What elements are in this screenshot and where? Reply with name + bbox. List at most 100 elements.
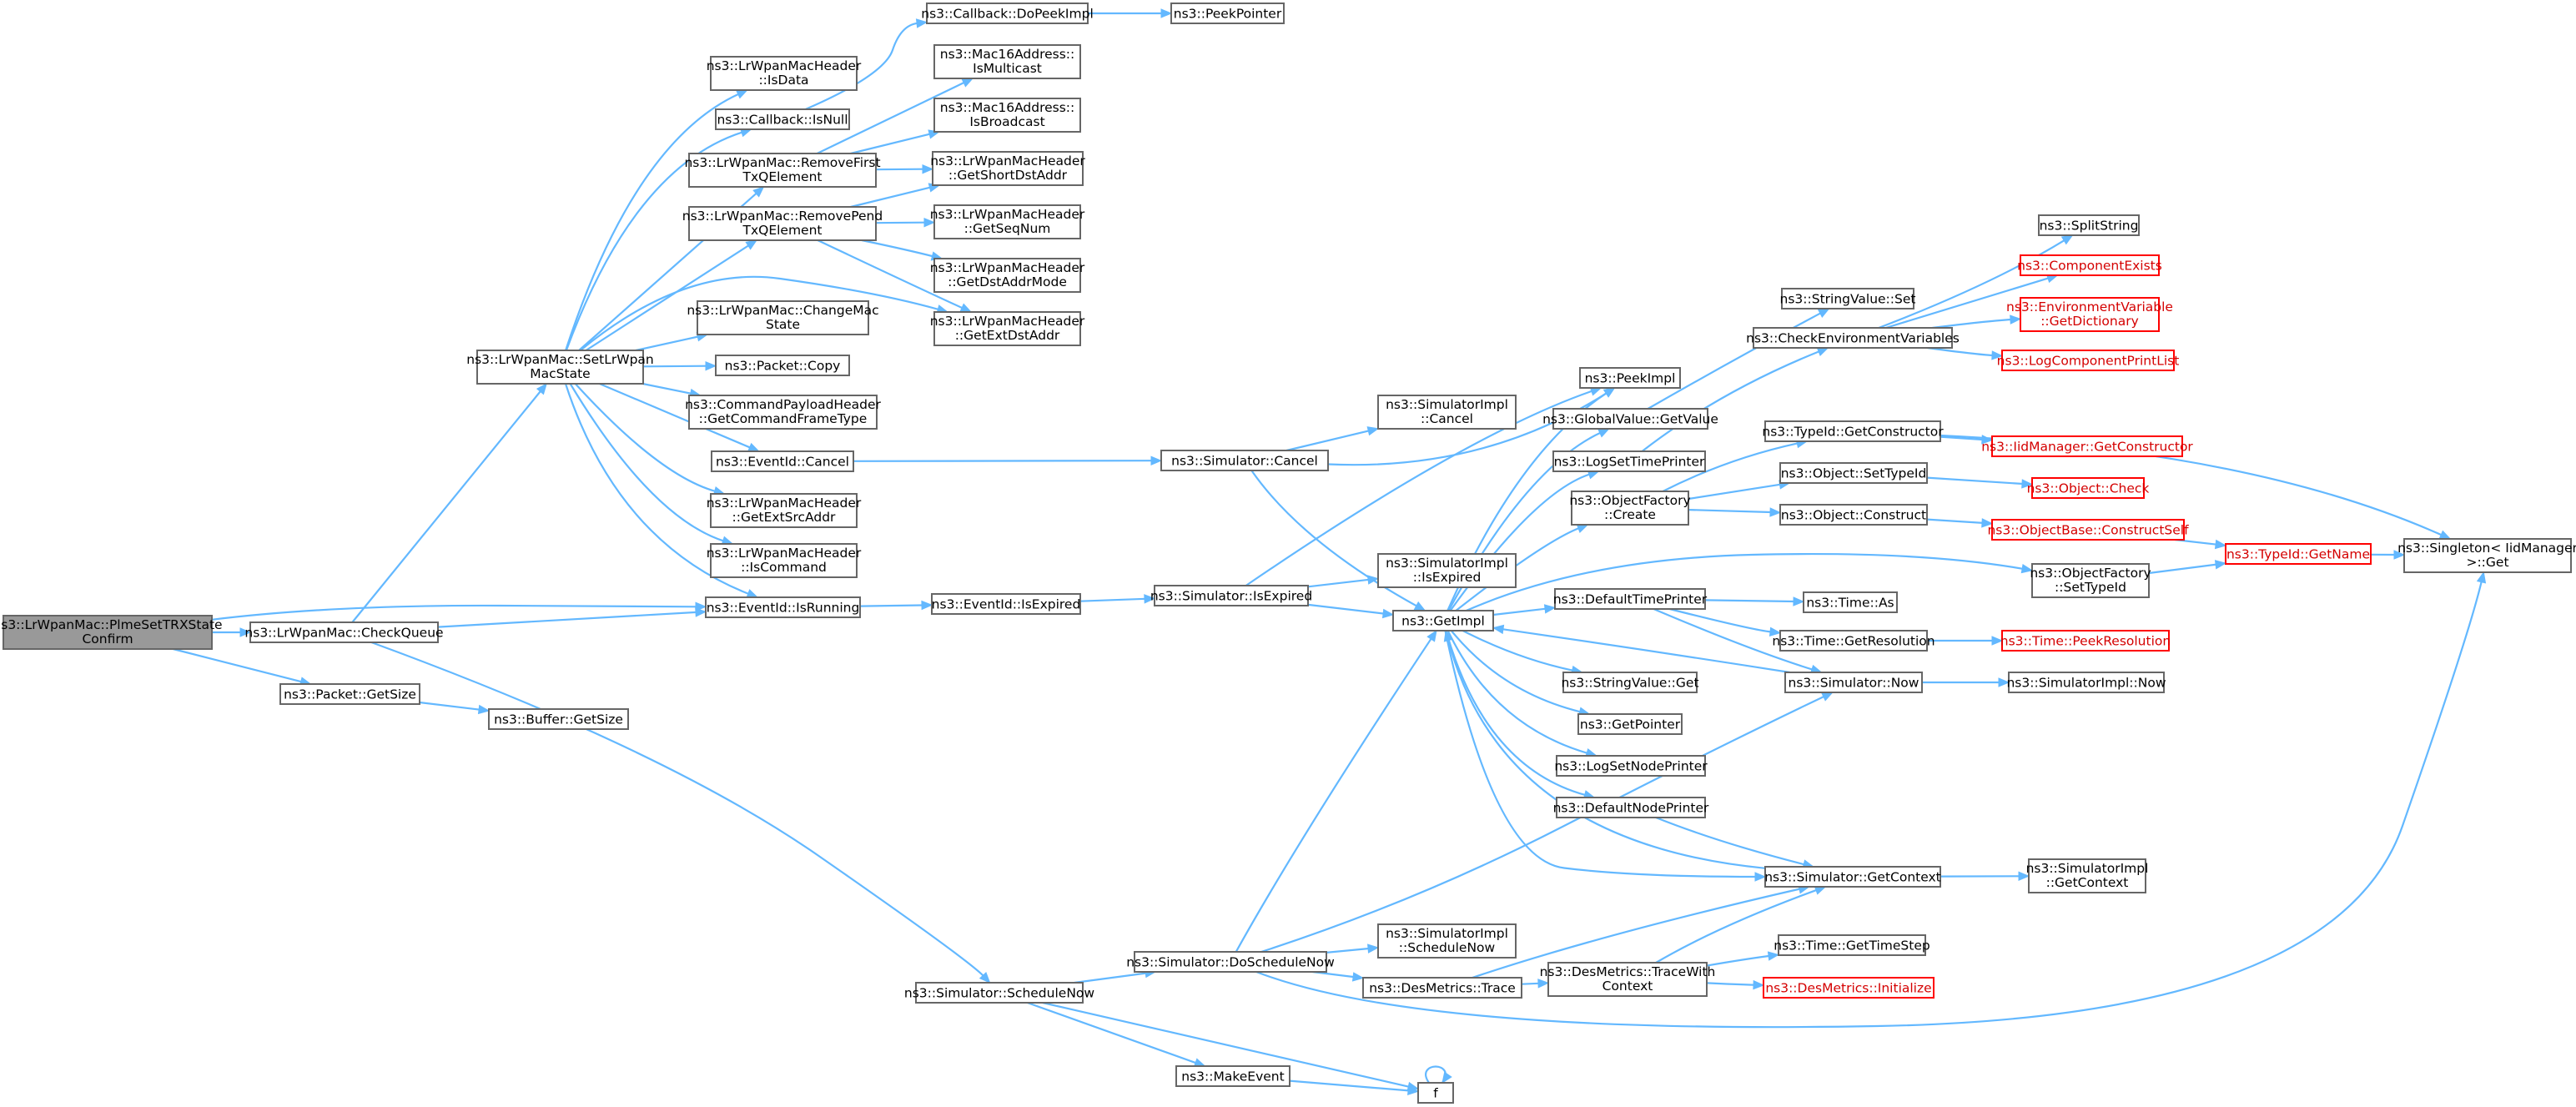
node-typeidgetname[interactable]: ns3::TypeId::GetName (2225, 543, 2372, 565)
edge-ofsettypeid-to-typeidgetname (2148, 560, 2227, 575)
node-label: ns3::ComponentExists (2017, 259, 2162, 274)
node-desinit[interactable]: ns3::DesMetrics::Initialize (1763, 977, 1935, 999)
node-getextsrc[interactable]: ns3::LrWpanMacHeader::GetExtSrcAddr (707, 493, 862, 528)
node-label: ns3::LrWpanMacHeader (930, 260, 1085, 275)
node-label: ::IsCommand (741, 560, 827, 575)
node-iidgetctor[interactable]: ns3::IidManager::GetConstructor (1981, 435, 2193, 457)
node-svset[interactable]: ns3::StringValue::Set (1780, 288, 1916, 309)
node-isdata[interactable]: ns3::LrWpanMacHeader::IsData (707, 56, 862, 91)
node-simimplgetcontext[interactable]: ns3::SimulatorImpl::GetContext (2026, 858, 2149, 893)
node-splitstring[interactable]: ns3::SplitString (2038, 214, 2140, 236)
node-ismulticast[interactable]: ns3::Mac16Address::IsMulticast (933, 44, 1081, 79)
node-deftimeprinter[interactable]: ns3::DefaultTimePrinter (1553, 588, 1708, 610)
node-box (1803, 591, 1898, 613)
node-objconstruct[interactable]: ns3::Object::Construct (1779, 504, 1928, 526)
node-f[interactable]: f (1417, 1082, 1454, 1104)
node-label: >::Get (2466, 555, 2508, 570)
node-logcompprint[interactable]: ns3::LogComponentPrintList (1997, 350, 2180, 371)
node-box (2020, 254, 2160, 276)
node-checkenv[interactable]: ns3::CheckEnvironmentVariables (1746, 327, 1960, 349)
node-label: ::IsExpired (1413, 570, 1482, 585)
node-label: ns3::GetImpl (1401, 614, 1485, 629)
node-simimplschedulenow[interactable]: ns3::SimulatorImpl::ScheduleNow (1377, 923, 1517, 959)
edge-root-to-checkqueue (212, 627, 252, 637)
node-label: ::GetDstAddrMode (948, 274, 1067, 289)
node-getpointer[interactable]: ns3::GetPointer (1577, 713, 1683, 735)
node-simcancel[interactable]: ns3::Simulator::Cancel (1160, 450, 1329, 471)
node-objsettypeid[interactable]: ns3::Object::SetTypeId (1779, 462, 1928, 484)
node-getshortdst[interactable]: ns3::LrWpanMacHeader::GetShortDstAddr (930, 151, 1085, 186)
node-schedulenow[interactable]: ns3::Simulator::ScheduleNow (904, 982, 1094, 1004)
node-bufgetsize[interactable]: ns3::Buffer::GetSize (488, 708, 629, 730)
node-label: ns3::MakeEvent (1181, 1069, 1284, 1084)
node-peekimpl[interactable]: ns3::PeekImpl (1579, 367, 1681, 389)
edge-defnodeprinter-to-simgetcontext (1655, 816, 1815, 869)
node-box (2008, 672, 2165, 693)
node-label: ns3::Callback::DoPeekImpl (921, 7, 1094, 22)
node-label: ns3::LrWpanMac::CheckQueue (244, 626, 443, 641)
node-defnodeprinter[interactable]: ns3::DefaultNodePrinter (1553, 797, 1709, 818)
node-timegetres[interactable]: ns3::Time::GetResolution (1772, 630, 1935, 652)
edge-simgetcontext-to-getimpl (1443, 629, 1766, 869)
node-iscommand[interactable]: ns3::LrWpanMacHeader::IsCommand (707, 543, 862, 578)
node-pktcopy[interactable]: ns3::Packet::Copy (715, 355, 850, 376)
node-desmetricstrace[interactable]: ns3::DesMetrics::Trace (1362, 977, 1522, 999)
node-makeevent[interactable]: ns3::MakeEvent (1175, 1065, 1291, 1087)
node-checkqueue[interactable]: ns3::LrWpanMac::CheckQueue (244, 621, 444, 643)
node-getextdst[interactable]: ns3::LrWpanMacHeader::GetExtDstAddr (930, 311, 1085, 346)
node-pktgetsize[interactable]: ns3::Packet::GetSize (279, 683, 420, 705)
node-peekpointer[interactable]: ns3::PeekPointer (1170, 3, 1285, 24)
node-timegetstep[interactable]: ns3::Time::GetTimeStep (1774, 934, 1930, 956)
node-singletonget[interactable]: ns3::Singleton< IidManager>::Get (2397, 538, 2576, 573)
node-simgetcontext[interactable]: ns3::Simulator::GetContext (1764, 866, 1941, 888)
node-isbroadcast[interactable]: ns3::Mac16Address::IsBroadcast (933, 98, 1081, 133)
node-eventcancel[interactable]: ns3::EventId::Cancel (711, 450, 854, 472)
node-cbisnull[interactable]: ns3::Callback::IsNull (715, 108, 850, 130)
node-timepeekres[interactable]: ns3::Time::PeekResolution (2000, 630, 2171, 652)
node-simisexpired[interactable]: ns3::Simulator::IsExpired (1150, 585, 1312, 606)
node-box (711, 450, 854, 472)
node-gvgetvalue[interactable]: ns3::GlobalValue::GetValue (1542, 408, 1718, 430)
node-typeidgetctor[interactable]: ns3::TypeId::GetConstructor (1762, 420, 1944, 442)
edge-getimpl-to-ofsettypeid (1466, 552, 2034, 612)
node-isrunning[interactable]: ns3::EventId::IsRunning (705, 596, 861, 618)
node-simnow[interactable]: ns3::Simulator::Now (1784, 672, 1923, 693)
node-getseqnum[interactable]: ns3::LrWpanMacHeader::GetSeqNum (930, 204, 1085, 239)
node-simimplnow[interactable]: ns3::SimulatorImpl::Now (2006, 672, 2166, 693)
edge-pktgetsize-to-bufgetsize (419, 701, 491, 715)
node-dopeekimpl[interactable]: ns3::Callback::DoPeekImpl (921, 3, 1094, 24)
node-objcheck[interactable]: ns3::Object::Check (2027, 477, 2150, 499)
node-cmdpayload[interactable]: ns3::CommandPayloadHeader::GetCommandFra… (685, 395, 882, 430)
node-label: ::GetSeqNum (964, 221, 1051, 236)
node-doschedulenow[interactable]: ns3::Simulator::DoScheduleNow (1126, 951, 1335, 973)
node-label: ::GetExtSrcAddr (732, 510, 837, 525)
node-isexpired[interactable]: ns3::EventId::IsExpired (931, 593, 1081, 615)
node-getdstmode[interactable]: ns3::LrWpanMacHeader::GetDstAddrMode (930, 258, 1085, 293)
node-constructself[interactable]: ns3::ObjectBase::ConstructSelf (1987, 519, 2189, 541)
node-compexists[interactable]: ns3::ComponentExists (2017, 254, 2162, 276)
node-envdict[interactable]: ns3::EnvironmentVariable::GetDictionary (2006, 297, 2173, 332)
node-simimplisexpired[interactable]: ns3::SimulatorImpl::IsExpired (1377, 553, 1517, 588)
node-svget[interactable]: ns3::StringValue::Get (1561, 672, 1699, 693)
node-label: ns3::DefaultTimePrinter (1553, 592, 1708, 607)
node-label: ns3::SplitString (2040, 219, 2139, 234)
node-ofsettypeid[interactable]: ns3::ObjectFactory::SetTypeId (2030, 563, 2151, 598)
node-simimplcancel[interactable]: ns3::SimulatorImpl::Cancel (1377, 395, 1517, 430)
node-getimpl[interactable]: ns3::GetImpl (1392, 610, 1494, 631)
node-ofcreate[interactable]: ns3::ObjectFactory::Create (1569, 491, 1691, 526)
node-logsettimeprinter[interactable]: ns3::LogSetTimePrinter (1552, 450, 1706, 472)
node-timeas[interactable]: ns3::Time::As (1803, 591, 1898, 613)
node-box (2403, 538, 2572, 573)
node-box (1764, 866, 1941, 888)
node-label: ns3::Time::As (1806, 596, 1894, 611)
edge-checkqueue-to-schedulenow (370, 641, 991, 984)
node-logsetnodeprinter[interactable]: ns3::LogSetNodePrinter (1554, 755, 1708, 777)
node-box (933, 98, 1081, 133)
